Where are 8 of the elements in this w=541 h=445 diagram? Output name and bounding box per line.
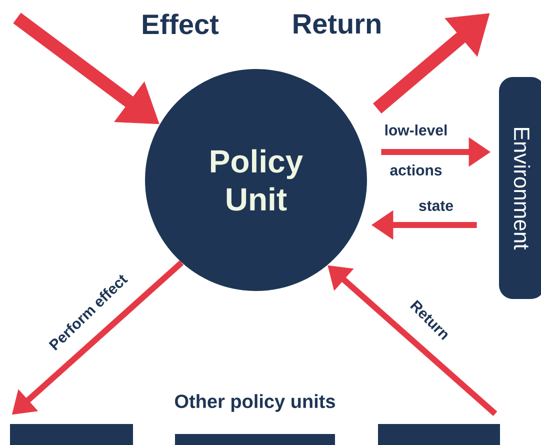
bar	[10, 424, 133, 445]
edge-label: state	[419, 201, 453, 211]
environment-box: Environment	[499, 77, 541, 299]
group-caption: Other policy units	[175, 394, 335, 412]
bar	[175, 434, 335, 445]
edge-label: Return	[294, 14, 380, 34]
edge-label: Effect	[142, 14, 219, 34]
bar	[378, 424, 500, 445]
